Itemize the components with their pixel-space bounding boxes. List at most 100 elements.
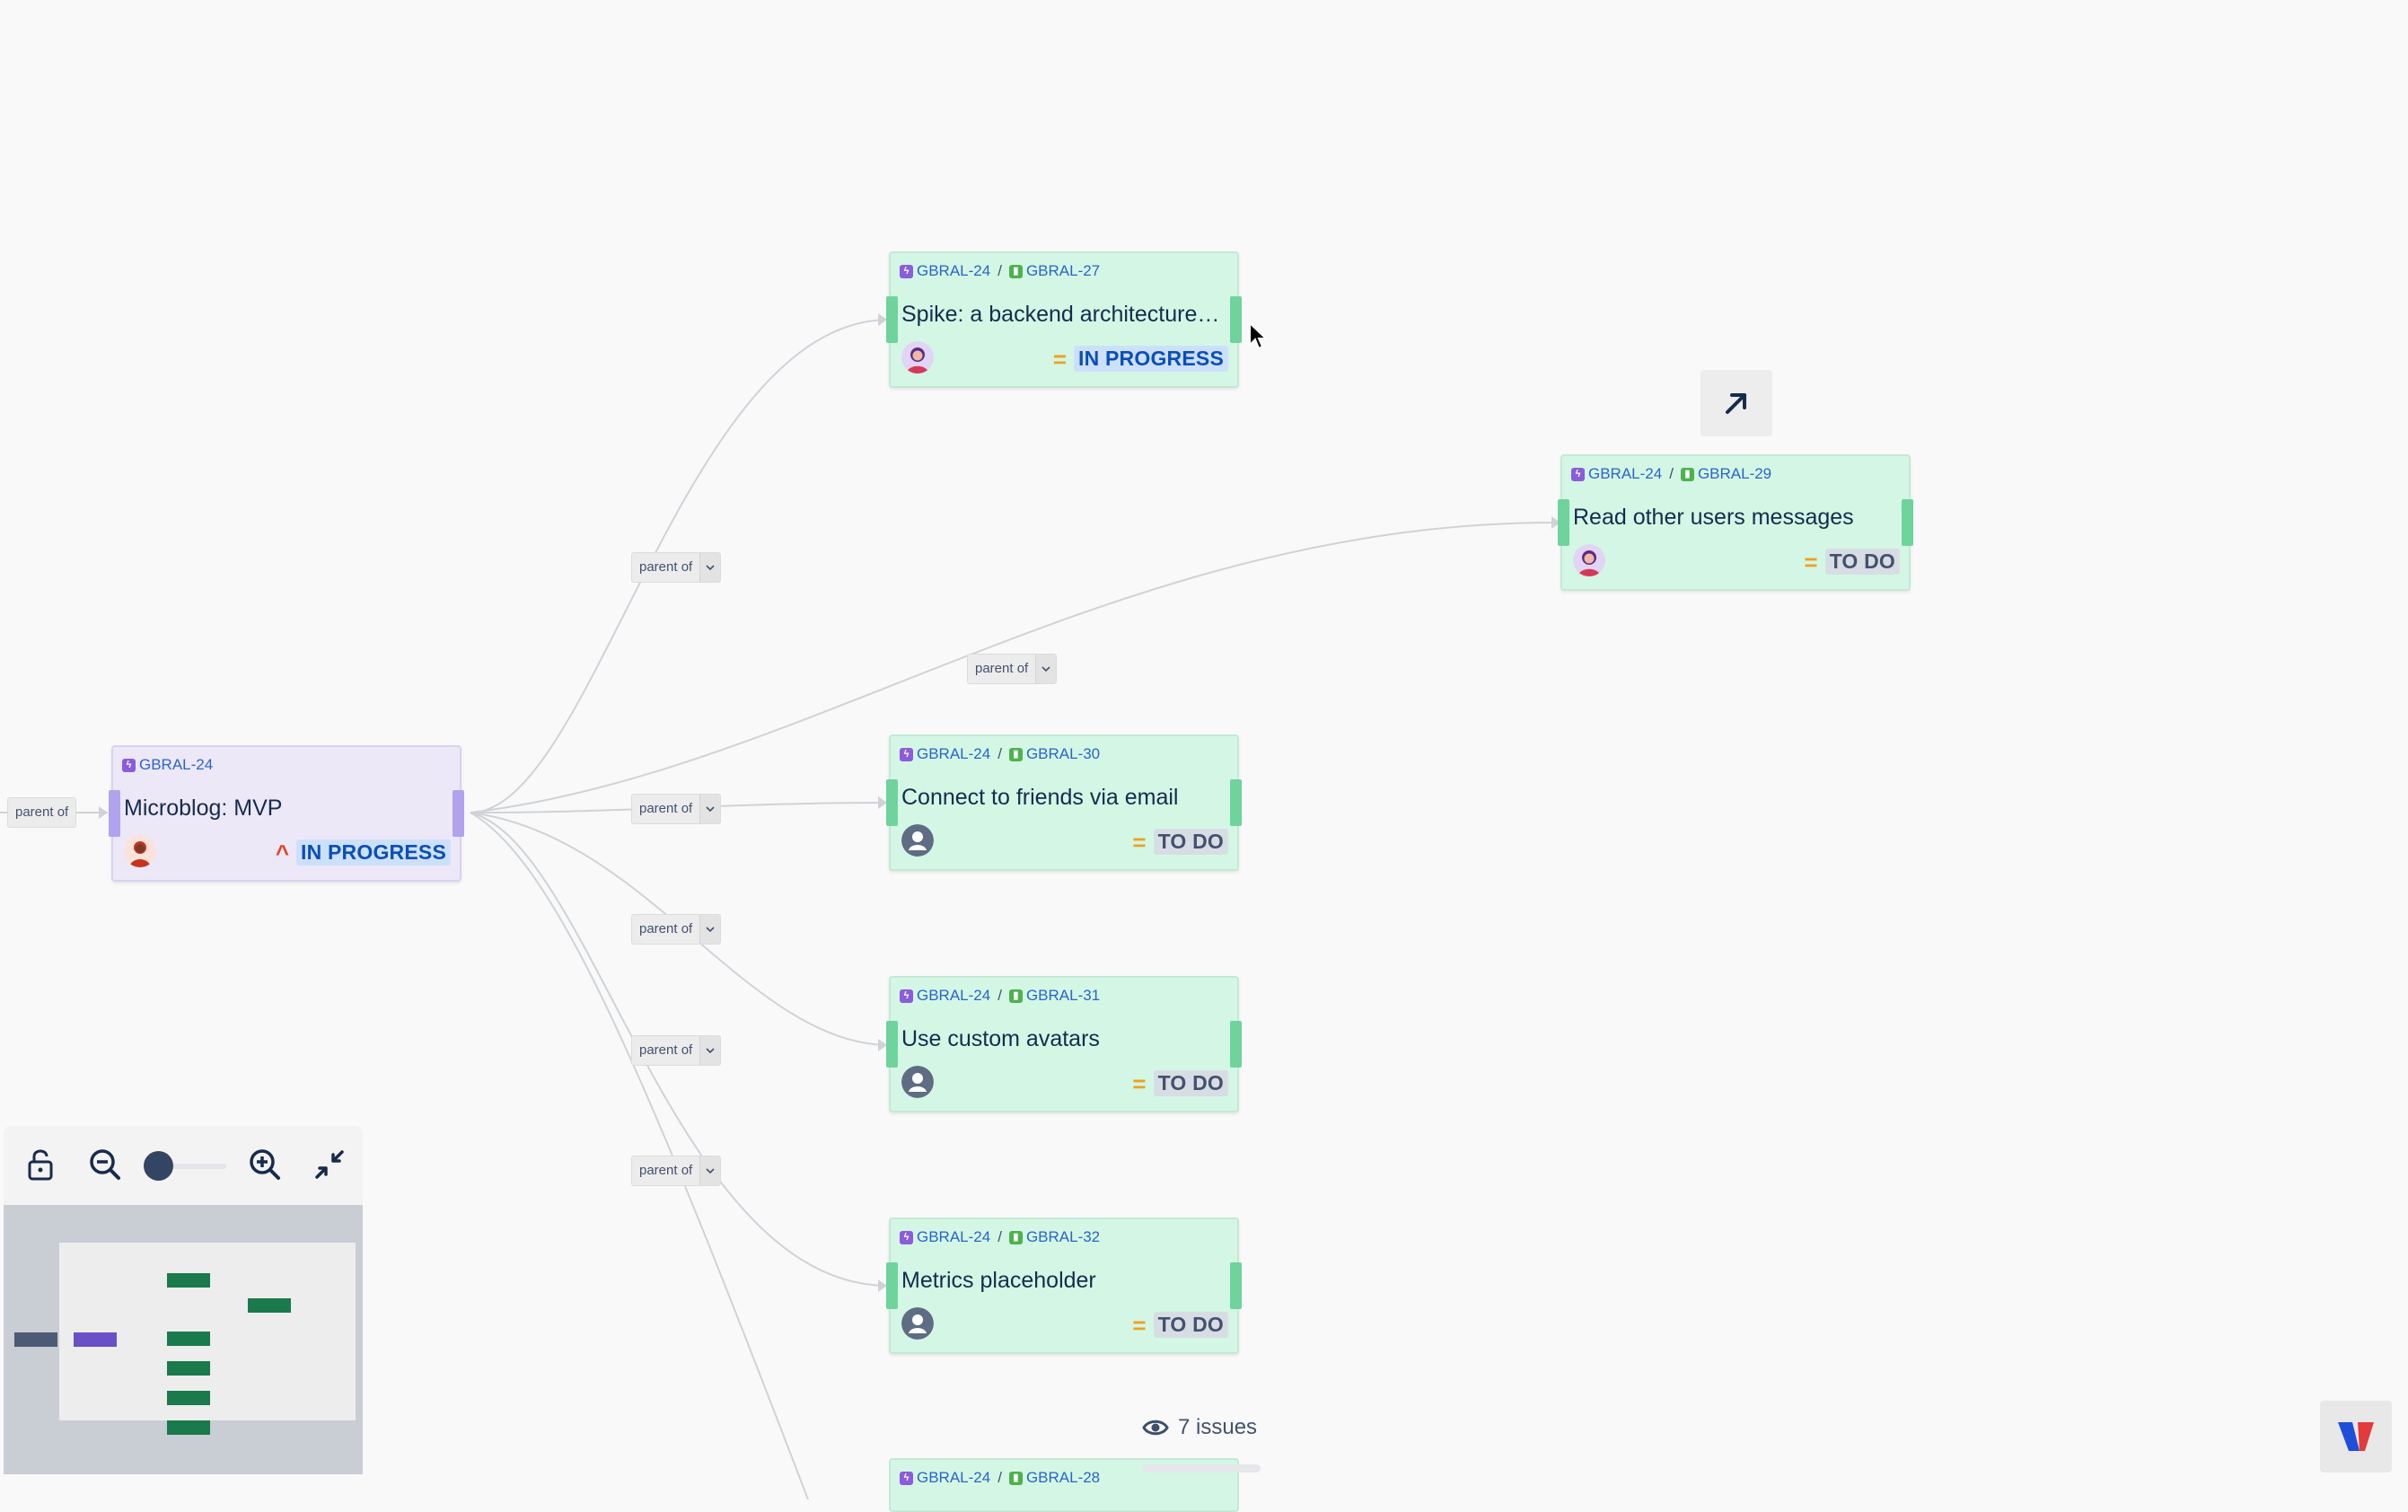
- arrow-head: [878, 1279, 887, 1292]
- issue-card-gbral-31[interactable]: ϟ GBRAL-24 / ▮ GBRAL-31 Use custom avata…: [886, 976, 1242, 1112]
- card-title: Connect to friends via email: [901, 785, 1179, 810]
- connection-handle-left[interactable]: [886, 1262, 898, 1309]
- zoom-in-button[interactable]: [244, 1144, 286, 1185]
- connection-handle-right[interactable]: [1902, 499, 1913, 546]
- zoom-out-icon: [90, 1149, 120, 1180]
- story-icon: ▮: [1008, 264, 1023, 278]
- horizontal-scrollbar[interactable]: [1142, 1464, 1261, 1472]
- zoom-out-button[interactable]: [84, 1144, 126, 1185]
- edge-label-gbral-29[interactable]: parent of: [967, 654, 1058, 684]
- connection-handle-right[interactable]: [1230, 1262, 1242, 1309]
- priority-medium-icon: =: [1132, 1311, 1147, 1339]
- lock-button[interactable]: [20, 1144, 61, 1185]
- story-icon: ▮: [1680, 467, 1694, 481]
- status-area: = TO DO: [1804, 549, 1900, 575]
- connection-handle-right[interactable]: [1230, 779, 1242, 826]
- issue-key-link[interactable]: GBRAL-32: [1025, 1228, 1101, 1245]
- minimap-node: [248, 1298, 291, 1313]
- edge-label-gbral-30[interactable]: parent of: [631, 794, 722, 824]
- status-badge[interactable]: TO DO: [1153, 1312, 1228, 1338]
- status-area: = IN PROGRESS: [1053, 346, 1228, 372]
- story-icon: ▮: [1008, 989, 1023, 1003]
- epic-key-link[interactable]: GBRAL-24: [1588, 465, 1663, 482]
- card-title: Microblog: MVP: [124, 796, 283, 821]
- unassigned-avatar-icon: [901, 1066, 934, 1098]
- avatar: [1573, 544, 1605, 576]
- edge-label-text: parent of: [15, 804, 69, 820]
- connection-handle-left[interactable]: [886, 1021, 898, 1068]
- issue-card-gbral-30[interactable]: ϟ GBRAL-24 / ▮ GBRAL-30 Connect to frien…: [886, 734, 1242, 871]
- arrow-head: [878, 796, 887, 809]
- edge-gbral-28: [470, 812, 809, 1499]
- epic-key-link[interactable]: GBRAL-24: [917, 262, 991, 279]
- avatar: [901, 341, 934, 374]
- epic-key-link[interactable]: GBRAL-24: [917, 987, 991, 1004]
- issue-key-link[interactable]: GBRAL-27: [1025, 262, 1101, 279]
- epic-icon: ϟ: [900, 989, 913, 1003]
- chevron-down-icon[interactable]: [699, 553, 721, 582]
- zoom-in-icon: [250, 1149, 280, 1180]
- zoom-slider-thumb[interactable]: [144, 1151, 173, 1181]
- edge-label-gbral-28[interactable]: parent of: [631, 1156, 722, 1186]
- status-badge[interactable]: TO DO: [1153, 1070, 1228, 1096]
- edge-gbral-29: [470, 521, 1561, 813]
- chevron-down-icon[interactable]: [699, 1156, 721, 1185]
- key-separator: /: [997, 745, 1002, 762]
- key-separator: /: [997, 987, 1002, 1004]
- status-badge[interactable]: IN PROGRESS: [296, 840, 451, 866]
- priority-medium-icon: =: [1132, 1069, 1147, 1097]
- avatar: [124, 835, 156, 867]
- issue-key-link[interactable]: GBRAL-24: [139, 756, 214, 773]
- epic-icon: ϟ: [900, 1471, 913, 1485]
- epic-key-link[interactable]: GBRAL-24: [917, 1228, 991, 1245]
- connection-handle-left[interactable]: [886, 779, 898, 826]
- edge-label-text: parent of: [639, 921, 693, 936]
- issue-card-gbral-27[interactable]: ϟ GBRAL-24 / ▮ GBRAL-27 Spike: a backend…: [886, 251, 1242, 388]
- connection-handle-left[interactable]: [1558, 499, 1569, 546]
- connection-handle-left[interactable]: [109, 790, 120, 837]
- connection-handle-right[interactable]: [453, 790, 464, 837]
- status-badge[interactable]: TO DO: [1824, 549, 1900, 575]
- edge-label-left[interactable]: parent of: [7, 797, 77, 828]
- issue-key-link[interactable]: GBRAL-31: [1025, 987, 1101, 1004]
- epic-key-link[interactable]: GBRAL-24: [917, 1469, 991, 1486]
- issues-visibility-toggle[interactable]: 7 issues: [1142, 1415, 1257, 1440]
- zoom-slider-track[interactable]: [147, 1164, 226, 1169]
- priority-medium-icon: =: [1804, 548, 1818, 576]
- edge-label-text: parent of: [975, 661, 1029, 676]
- connection-handle-right[interactable]: [1230, 1021, 1242, 1068]
- fit-view-button[interactable]: [309, 1144, 350, 1185]
- open-in-new-button[interactable]: [1701, 370, 1772, 436]
- epic-key-link[interactable]: GBRAL-24: [917, 745, 991, 762]
- arrow-up-right-icon: [1726, 393, 1746, 414]
- status-area: = TO DO: [1132, 1070, 1228, 1096]
- issue-key-link[interactable]: GBRAL-30: [1025, 745, 1101, 762]
- chevron-down-icon[interactable]: [699, 1036, 721, 1065]
- minimap[interactable]: [4, 1205, 363, 1474]
- status-badge[interactable]: TO DO: [1153, 829, 1228, 855]
- issue-key-link[interactable]: GBRAL-29: [1697, 465, 1772, 482]
- chevron-down-icon[interactable]: [699, 795, 721, 823]
- canvas-controls: [4, 1126, 363, 1205]
- edge-label-gbral-31[interactable]: parent of: [631, 914, 722, 945]
- issue-key-link[interactable]: GBRAL-28: [1025, 1469, 1101, 1486]
- chevron-down-icon[interactable]: [1035, 655, 1057, 683]
- issue-card-gbral-29[interactable]: ϟ GBRAL-24 / ▮ GBRAL-29 Read other users…: [1558, 454, 1913, 591]
- edge-label-gbral-27[interactable]: parent of: [631, 552, 722, 583]
- chevron-down-icon[interactable]: [699, 915, 721, 944]
- unlock-icon: [28, 1149, 53, 1181]
- connection-handle-right[interactable]: [1230, 296, 1242, 343]
- story-icon: ▮: [1008, 747, 1023, 761]
- minimap-node: [167, 1420, 210, 1435]
- epic-icon: ϟ: [900, 747, 913, 761]
- app-logo-button[interactable]: [2320, 1401, 2392, 1472]
- issue-card-gbral-32[interactable]: ϟ GBRAL-24 / ▮ GBRAL-32 Metrics placehol…: [886, 1218, 1242, 1354]
- connection-handle-left[interactable]: [886, 296, 898, 343]
- issue-key-row: ϟ GBRAL-24 / ▮ GBRAL-29: [1571, 465, 1771, 483]
- status-badge[interactable]: IN PROGRESS: [1074, 346, 1228, 372]
- key-separator: /: [997, 1228, 1002, 1245]
- edge-label-gbral-32[interactable]: parent of: [631, 1035, 722, 1066]
- arrow-head: [99, 806, 108, 819]
- epic-card-gbral-24[interactable]: ϟ GBRAL-24 Microblog: MVP ^ IN PROGRESS: [109, 745, 464, 882]
